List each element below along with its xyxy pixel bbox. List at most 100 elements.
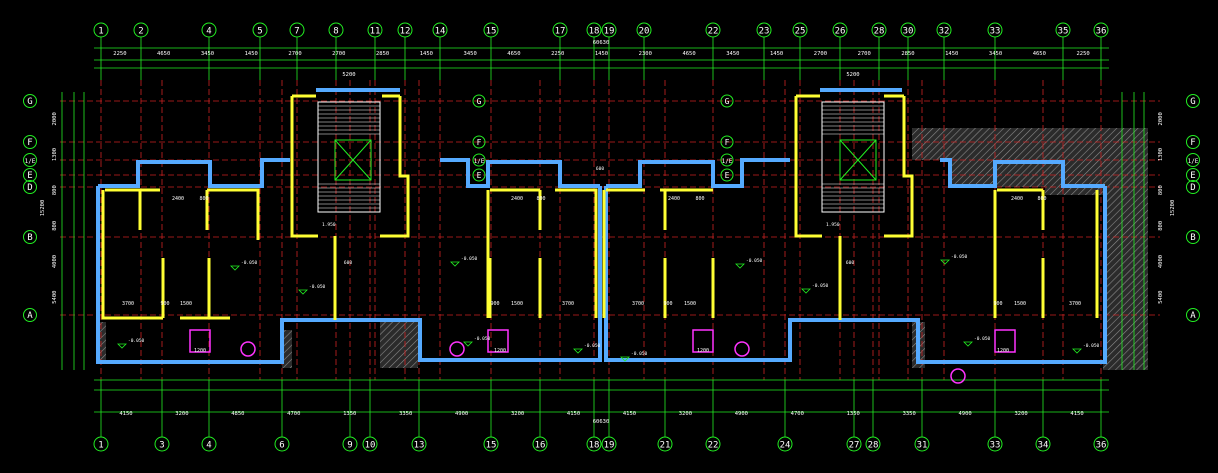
dimension-value-vertical: 800 <box>1158 221 1164 231</box>
axis-label-bottom: 15 <box>486 441 497 451</box>
dimension-value: 4150 <box>119 411 132 417</box>
axis-label-bottom: 9 <box>347 441 352 451</box>
elevator-right <box>839 139 877 181</box>
dimension-value: 3200 <box>511 411 524 417</box>
room-dimension: 1200 <box>494 348 506 354</box>
axis-label-row: A <box>1190 311 1196 321</box>
axis-bubble <box>289 22 305 38</box>
axis-label-row: F <box>477 138 482 147</box>
room-dimension: 2400 <box>172 196 184 202</box>
axis-bubble <box>846 436 862 452</box>
axis-bubble <box>1186 308 1200 322</box>
axis-bubble <box>23 153 37 167</box>
axis-label-top: 28 <box>874 27 885 37</box>
dimension-value: 3350 <box>903 411 916 417</box>
axis-label-bottom: 31 <box>917 441 928 451</box>
level-symbol <box>230 265 240 271</box>
axis-bubble <box>1186 94 1200 108</box>
dimension-value: 4900 <box>735 411 748 417</box>
axis-bubble <box>23 135 37 149</box>
axis-label-top: 11 <box>370 27 381 37</box>
dimension-total-vertical: 15200 <box>1170 200 1176 217</box>
note-value: 600 <box>846 260 854 266</box>
level-symbol <box>801 288 811 294</box>
dimension-lines <box>61 47 1145 413</box>
elevator-left <box>334 139 372 181</box>
room-dimension: 3700 <box>1069 301 1081 307</box>
dimension-value-vertical: 2000 <box>52 112 58 125</box>
axis-label-row: G <box>1190 97 1195 107</box>
axis-bubble <box>792 22 808 38</box>
axis-bubble <box>657 436 673 452</box>
axis-bubble <box>1093 436 1109 452</box>
room-dimension: 800 <box>199 196 208 202</box>
room-dimension: 3700 <box>562 301 574 307</box>
axis-bubble <box>93 436 109 452</box>
section-mark <box>950 368 966 384</box>
dimension-value: 3450 <box>726 51 739 57</box>
hatch-area-right-low <box>1103 240 1148 370</box>
room-dimension: 1500 <box>511 301 523 307</box>
axis-label-top: 33 <box>990 27 1001 37</box>
axis-bubble <box>1186 135 1200 149</box>
axis-bubble <box>1186 180 1200 194</box>
room-dimension: 1200 <box>697 348 709 354</box>
axis-bubble <box>705 436 721 452</box>
axis-label-top: 17 <box>555 27 566 37</box>
dimension-value: 3200 <box>679 411 692 417</box>
dimension-value: 3450 <box>989 51 1002 57</box>
level-symbol <box>963 341 973 347</box>
axis-bubble <box>23 230 37 244</box>
axis-bubble <box>532 436 548 452</box>
room-dimension: 800 <box>1037 196 1046 202</box>
dimension-value: 1450 <box>420 51 433 57</box>
axis-bubble <box>93 22 109 38</box>
axis-bubble <box>636 22 652 38</box>
axis-label-row: F <box>725 138 730 147</box>
level-symbol <box>117 343 127 349</box>
axis-grid-lines <box>60 80 1160 380</box>
level-value: -0.050 <box>128 338 145 344</box>
axis-label-row: D <box>27 183 32 193</box>
axis-bubble <box>586 22 602 38</box>
axis-label-top: 14 <box>435 27 446 37</box>
axis-bubble <box>23 168 37 182</box>
level-value: -0.050 <box>812 283 829 289</box>
inner-walls <box>101 94 1099 320</box>
dimension-value: 1350 <box>847 411 860 417</box>
dimension-value: 3200 <box>1014 411 1027 417</box>
dimension-value-vertical: 800 <box>52 221 58 231</box>
axis-label-bottom: 22 <box>708 441 719 451</box>
axis-bubble <box>1186 153 1200 167</box>
stair-cores <box>317 101 885 213</box>
axis-bubble <box>936 22 952 38</box>
section-mark <box>734 341 750 357</box>
axis-label-row: G <box>27 97 32 107</box>
axis-label-top: 5 <box>257 27 262 37</box>
dimension-value: 1450 <box>945 51 958 57</box>
axis-label-bottom: 16 <box>535 441 546 451</box>
axis-bubble <box>411 436 427 452</box>
note-value: 600 <box>596 166 604 172</box>
dimension-value: 4650 <box>507 51 520 57</box>
hatch-area-mid-low <box>380 322 418 368</box>
section-mark <box>449 341 465 357</box>
axis-label-bottom: 4 <box>206 441 211 451</box>
axis-label-top: 26 <box>835 27 846 37</box>
level-value: -0.050 <box>461 256 478 262</box>
axis-label-bottom: 3 <box>159 441 164 451</box>
axis-bubble <box>1186 230 1200 244</box>
room-dimension: 900 <box>993 301 1002 307</box>
axis-bubble <box>871 22 887 38</box>
axis-bubble <box>914 436 930 452</box>
dimension-value: 4150 <box>567 411 580 417</box>
axis-bubble <box>252 22 268 38</box>
stair-core-right <box>821 101 885 213</box>
axis-label-row: 1/E <box>474 158 485 165</box>
dimension-stair-width: 5200 <box>342 72 355 78</box>
axis-label-row: F <box>1190 138 1195 148</box>
dimension-value: 2250 <box>1076 51 1089 57</box>
axis-label-bottom: 34 <box>1038 441 1049 451</box>
